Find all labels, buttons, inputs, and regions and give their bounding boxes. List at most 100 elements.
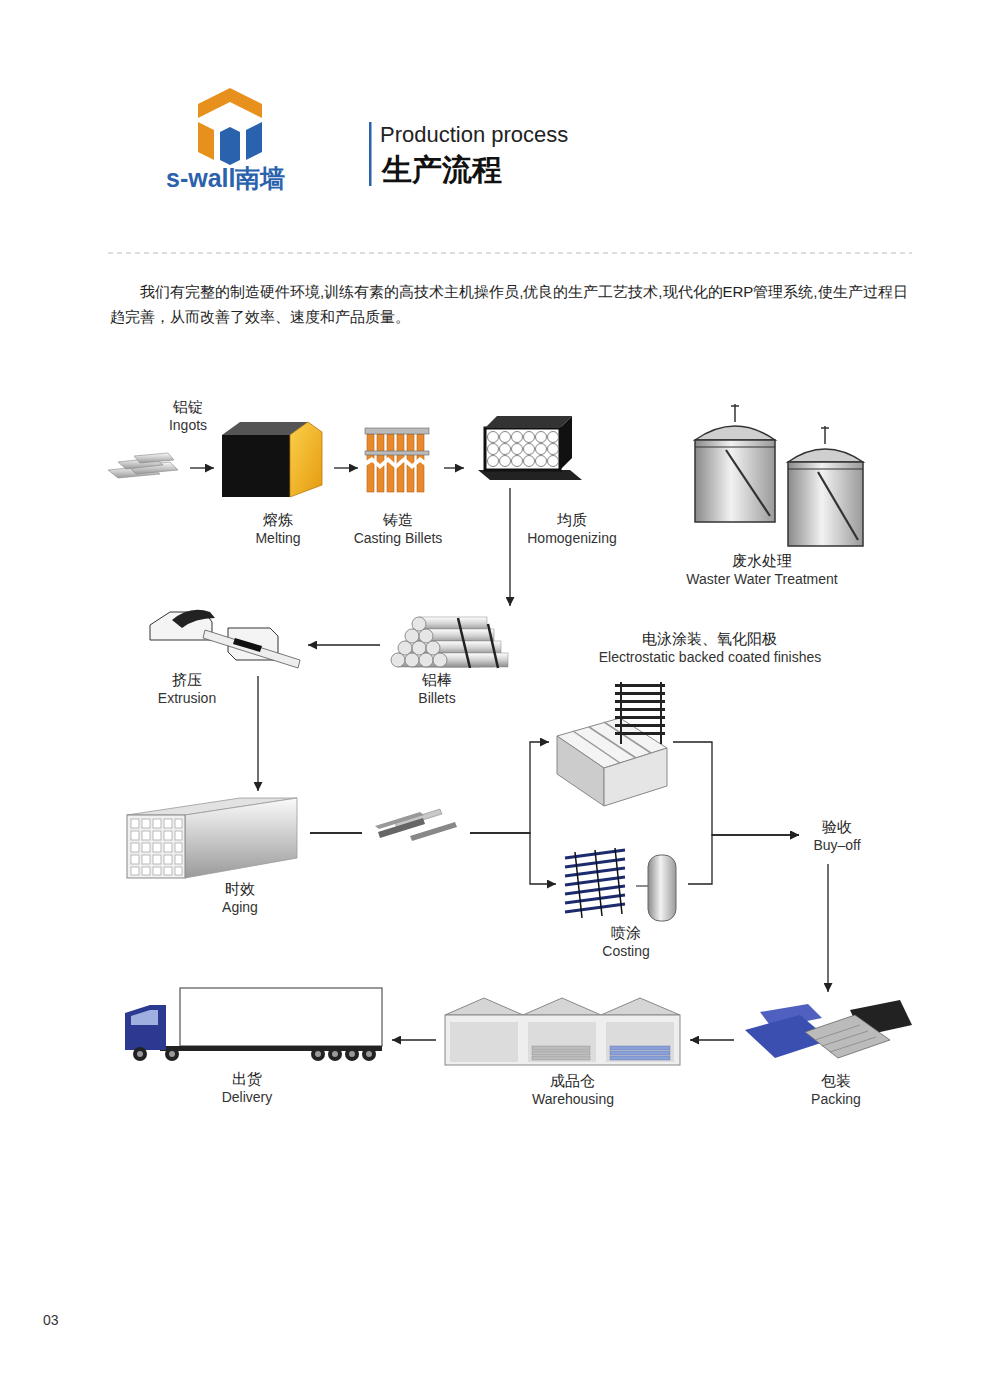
- truck-picture: [125, 988, 382, 1061]
- ingots-picture-part: [134, 453, 174, 463]
- flow-arrow: [827, 864, 828, 992]
- warehouse-picture-part: [528, 1022, 596, 1062]
- dashed-rule: [108, 252, 912, 253]
- spray-booth-picture-part-part: [575, 852, 582, 918]
- aging-oven-picture-part-part: [153, 831, 161, 840]
- logo-mark-part: [246, 122, 262, 160]
- step-billets: 铝棒Billets: [388, 612, 512, 668]
- homogenizing-oven-picture-part: [560, 416, 572, 470]
- furnace-picture-part: [290, 422, 322, 497]
- packing-picture-part: [805, 1015, 890, 1058]
- coating-tank-picture-part: [615, 724, 665, 727]
- homogenizing-oven-picture-part-part: [488, 456, 499, 467]
- step-caption: 成品仓Warehousing: [532, 1072, 614, 1108]
- homogenizing-oven-picture-part-part: [536, 456, 547, 467]
- warehouse-picture-part-part: [532, 1046, 590, 1050]
- aging-oven-picture-part-part: [131, 867, 139, 875]
- spray-booth-picture-part-part: [565, 886, 625, 894]
- step-subname: Packing: [811, 1090, 861, 1108]
- casting-picture-part: [364, 457, 428, 469]
- water-tanks-picture-part: [788, 449, 863, 462]
- water-tanks-picture-part: [788, 462, 863, 546]
- flow-arrow: [444, 467, 464, 468]
- step-warehousing: 成品仓Warehousing: [444, 996, 682, 1066]
- coating-tank-picture-part: [615, 700, 665, 703]
- step-name: 时效: [222, 880, 258, 898]
- step-name: 挤压: [158, 671, 216, 689]
- flow-arrow: [190, 467, 214, 468]
- profiles-picture-part: [410, 822, 457, 841]
- flow-arrow: [688, 835, 799, 884]
- extrusion-press-picture: [150, 610, 300, 668]
- flow-arrow: [257, 676, 258, 791]
- spray-booth-picture: [565, 848, 676, 921]
- logo-text: s-wall南墙: [166, 162, 285, 195]
- coating-tank-picture-part: [615, 732, 665, 735]
- spray-booth-picture-part-part: [595, 850, 602, 916]
- step-name: 验收: [813, 818, 860, 836]
- step-name: 铝棒: [418, 671, 455, 689]
- water-tanks-picture-part: [695, 440, 775, 522]
- homogenizing-oven-picture-part-part: [524, 432, 535, 443]
- step-name: 铝锭: [169, 398, 207, 416]
- intro-paragraph: 我们有完整的制造硬件环境,训练有素的高技术主机操作员,优良的生产工艺技术,现代化…: [110, 279, 916, 329]
- step-delivery: 出货Delivery: [120, 986, 384, 1058]
- billets-pile-picture-part-part: [391, 653, 405, 667]
- step-caption: 时效Aging: [222, 880, 258, 916]
- step-spraying: 喷涂Costing: [562, 848, 682, 924]
- aging-oven-picture: [127, 798, 297, 878]
- billets-pile-picture-part-part: [405, 629, 419, 643]
- billets-pile-picture-part: [398, 617, 508, 667]
- step-subname: Ingots: [169, 416, 207, 434]
- homogenizing-oven-picture-part-part: [524, 456, 535, 467]
- warehouse-picture-part-part: [532, 1051, 590, 1055]
- flow-arrow: [509, 488, 510, 606]
- spray-booth-picture-part-part: [565, 877, 625, 885]
- step-subname: Casting Billets: [354, 529, 443, 547]
- logo-mark-part: [198, 88, 262, 118]
- homogenizing-oven-picture-part-part: [512, 456, 523, 467]
- water-tanks-picture-part: [695, 446, 775, 447]
- truck-picture-part-part: [165, 1047, 179, 1061]
- warehouse-picture-part: [445, 1015, 680, 1065]
- aging-oven-picture-part-part: [175, 843, 182, 852]
- coating-tank-picture-part: [615, 684, 665, 687]
- billets-pile-picture: [391, 617, 508, 668]
- flow-arrow: [690, 1039, 734, 1040]
- step-subname: Warehousing: [532, 1090, 614, 1108]
- homogenizing-oven-picture-part-part: [500, 444, 511, 455]
- coating-tank-picture-part: [615, 716, 665, 719]
- billets-pile-picture-part: [488, 624, 498, 668]
- step-subname: Waster Water Treatment: [686, 570, 837, 588]
- step-caption: 电泳涂装、氧化阳极Electrostatic backed coated fin…: [599, 630, 822, 666]
- billets-pile-picture-part: [391, 617, 447, 667]
- warehouse-picture-part-part: [610, 1051, 670, 1055]
- billets-pile-picture-part-part: [412, 641, 426, 655]
- profiles-picture: [362, 803, 470, 847]
- step-name: 电泳涂装、氧化阳极: [599, 630, 822, 648]
- truck-picture-part-part: [169, 1051, 175, 1057]
- casting-picture-part: [365, 428, 429, 434]
- step-aging: 时效Aging: [126, 797, 298, 879]
- spray-booth-picture-part-part: [565, 904, 625, 912]
- step-caption: 验收Buy–off: [813, 818, 860, 854]
- step-caption: 废水处理Waster Water Treatment: [686, 552, 837, 588]
- extrusion-press-picture-part: [233, 638, 262, 652]
- billets-pile-picture-part-part: [419, 629, 433, 643]
- flow-arrow: [673, 742, 799, 835]
- logo-mark-part: [220, 127, 240, 165]
- step-caption: 出货Delivery: [222, 1070, 273, 1106]
- page-title: 生产流程: [382, 150, 502, 191]
- aging-oven-picture-part-part: [164, 855, 172, 864]
- step-subname: Electrostatic backed coated finishes: [599, 648, 822, 666]
- step-name: 铸造: [354, 511, 443, 529]
- water-tanks-picture-part: [726, 450, 770, 516]
- packing-picture-part: [815, 1025, 876, 1052]
- spray-booth-picture-part: [636, 885, 648, 887]
- aging-oven-picture-part-part: [153, 843, 161, 852]
- aging-oven-picture-part-part: [164, 843, 172, 852]
- warehouse-picture: [445, 998, 680, 1065]
- aging-oven-picture-part-part: [164, 819, 172, 828]
- furnace-picture-part: [222, 435, 290, 497]
